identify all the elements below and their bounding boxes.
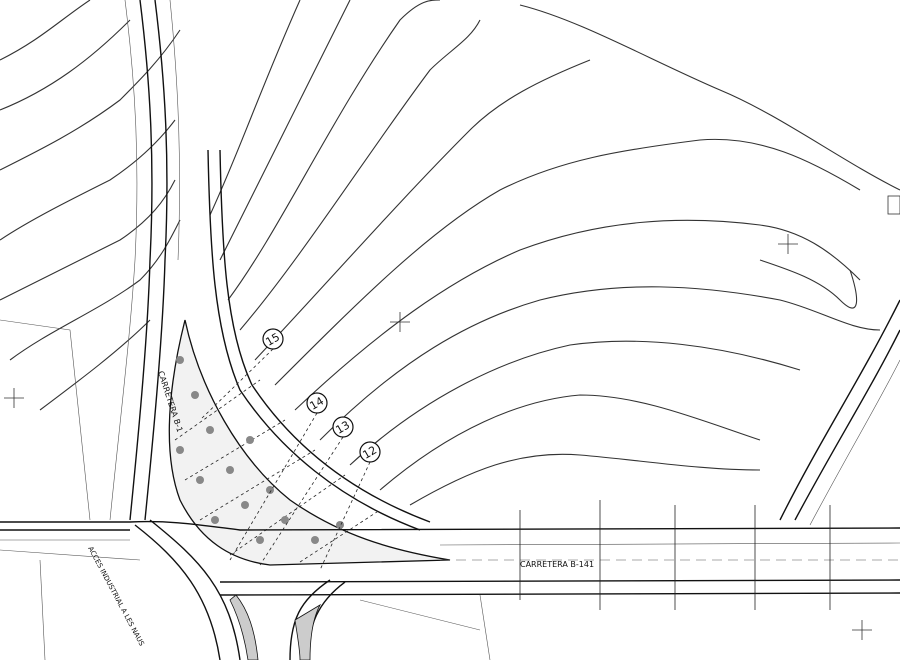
svg-text:14: 14 [307, 394, 326, 412]
boundary-line [39, 559, 46, 660]
landscaped-median [168, 319, 451, 566]
contour-line [227, 0, 441, 301]
section-line [259, 436, 344, 566]
tree-dot [196, 476, 204, 484]
tree-dot [336, 521, 344, 529]
lane-line [439, 542, 900, 546]
road-line [809, 359, 900, 526]
median-hatch [184, 419, 286, 481]
north-road-corridor [109, 0, 431, 531]
tree-dot [206, 426, 214, 434]
svg-text:13: 13 [333, 418, 352, 436]
tree-dot [281, 516, 289, 524]
profile-marker-12[interactable]: 12 [359, 441, 381, 463]
contour-line [209, 0, 301, 216]
parcel-line [479, 594, 491, 660]
median-hatch [199, 449, 316, 521]
contour-line [0, 29, 181, 171]
profile-marker-13[interactable]: 13 [332, 416, 354, 438]
contour-line [219, 0, 351, 261]
section-line [319, 461, 371, 571]
contour-line [0, 179, 176, 301]
road-edge [779, 299, 900, 521]
contour-line [9, 219, 181, 361]
tree-dot [266, 486, 274, 494]
contour-line [0, 119, 176, 241]
median-hatch [229, 474, 346, 556]
road-edge-north [0, 520, 900, 531]
main-road [0, 500, 900, 610]
ne-road [779, 299, 900, 526]
road-edge [134, 524, 221, 660]
kerb-fill [294, 603, 322, 660]
road-edge-south [219, 592, 900, 596]
south-access-road [134, 519, 491, 660]
section-line [229, 412, 318, 561]
road-line [169, 0, 180, 261]
tree-dot [191, 391, 199, 399]
contour-line [349, 340, 801, 466]
road-edge-south [219, 579, 900, 583]
road-edge [129, 0, 153, 521]
road-edge [289, 579, 331, 660]
survey-points [4, 195, 900, 640]
profile-marker-15[interactable]: 15 [262, 328, 284, 350]
median-area [168, 319, 451, 566]
boundary-line [0, 319, 91, 521]
contour-line [759, 259, 858, 309]
crosshair-icon [778, 234, 798, 254]
crosshair-icon [852, 620, 872, 640]
contour-line [39, 319, 151, 411]
median-hatch [299, 509, 381, 563]
section-line [199, 348, 274, 421]
access-road-label: ACCES INDUSTRIAL A LES NAUS [86, 545, 146, 648]
road-edge [207, 149, 421, 531]
tree-dot [211, 516, 219, 524]
kerb-fill [229, 594, 259, 660]
terrain-contours [209, 0, 900, 506]
road-edge [794, 329, 900, 521]
crosshair-icon [4, 388, 24, 408]
road-edge [144, 0, 168, 521]
contour-line [519, 4, 900, 191]
tree-markers [176, 356, 344, 544]
main-road-label: CARRETERA B-141 [520, 560, 594, 569]
boundary-line [0, 549, 141, 561]
svg-text:15: 15 [263, 330, 282, 348]
tree-dot [246, 436, 254, 444]
tree-dot [226, 466, 234, 474]
tree-dot [241, 501, 249, 509]
road-edge [149, 519, 241, 660]
contour-line [0, 19, 131, 111]
tree-dot [176, 446, 184, 454]
median-hatch [174, 379, 261, 441]
contour-line [254, 59, 591, 361]
contour-line [294, 219, 861, 411]
contour-line [319, 286, 881, 441]
tree-dot [311, 536, 319, 544]
crosshair-icon [390, 312, 410, 332]
svg-text:12: 12 [360, 443, 379, 461]
parcel-line [359, 599, 481, 631]
contour-line [379, 394, 761, 491]
profile-marker-14[interactable]: 14 [306, 392, 328, 414]
building-outline [887, 195, 900, 215]
contour-line [239, 19, 481, 331]
tree-dot [176, 356, 184, 364]
contour-line [409, 453, 761, 506]
tree-dot [256, 536, 264, 544]
road-line [109, 0, 138, 521]
left-contours [0, 0, 181, 660]
contour-line [0, 0, 91, 61]
contour-line [274, 138, 861, 386]
road-edge [219, 149, 431, 523]
